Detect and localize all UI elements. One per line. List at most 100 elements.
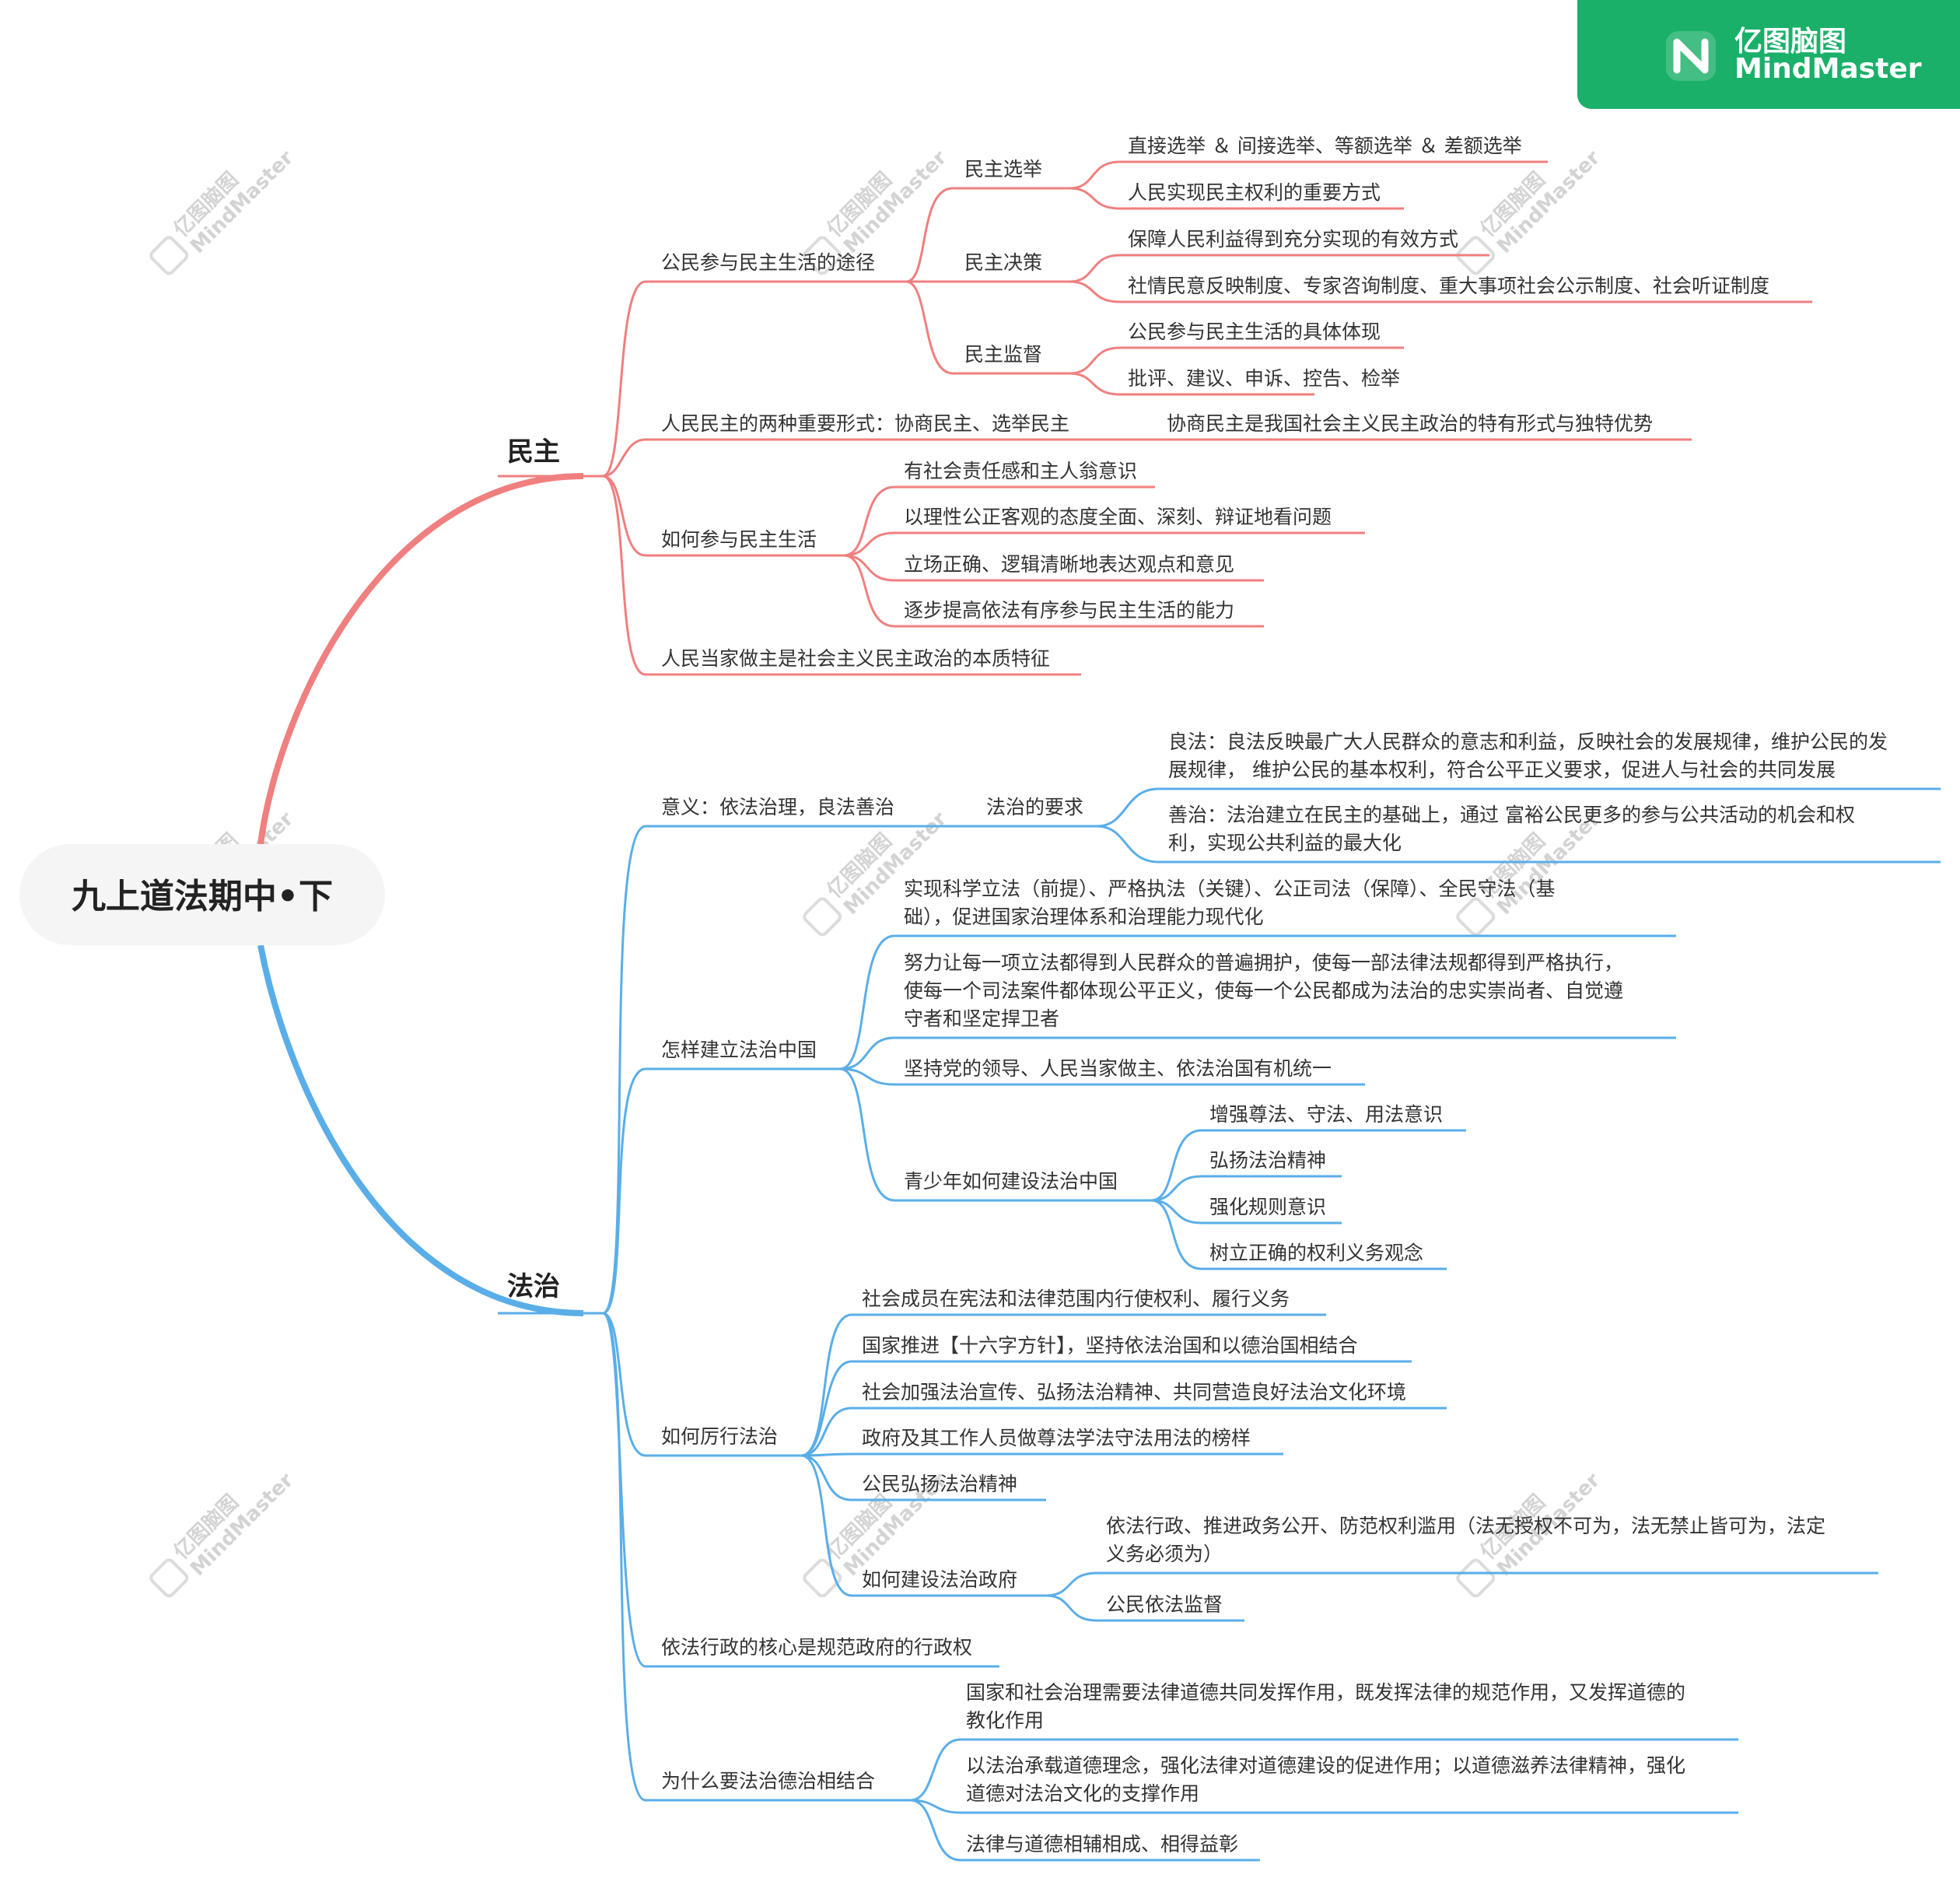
connector [839, 1036, 895, 1070]
node-leaf[interactable]: 批评、建议、申诉、控告、检举 [1128, 367, 1400, 390]
node-leaf[interactable]: 树立正确的权利义务观念 [1209, 1242, 1423, 1264]
connector [602, 1312, 646, 1668]
connector [1069, 254, 1121, 283]
node-leaf[interactable]: 守者和坚定捍卫者 [904, 1007, 1059, 1030]
node-leaf[interactable]: 法律与道德相辅相成、相得益彰 [966, 1833, 1238, 1855]
connector [839, 1067, 895, 1202]
node-leaf[interactable]: 有社会责任感和主人翁意识 [904, 460, 1137, 482]
node-benzhi-tezheng[interactable]: 人民当家做主是社会主义民主政治的本质特征 [661, 647, 1050, 670]
node-ruhe-lixing[interactable]: 如何厉行法治 [661, 1425, 778, 1448]
connector [602, 1312, 646, 1457]
node-leaf[interactable]: 公民参与民主生活的具体体现 [1128, 321, 1381, 343]
root-node[interactable]: 九上道法期中•下 [19, 844, 385, 945]
connector [800, 1407, 852, 1457]
connector [602, 825, 646, 1315]
node-liangzhong-xingshi[interactable]: 人民民主的两种重要形式：协商民主、选举民主 [661, 412, 1069, 435]
node-leaf[interactable]: 依法行政、推进政务公开、防范权利滥用（法无授权不可为，法无禁止皆可为，法定 [1106, 1515, 1825, 1537]
connector [843, 554, 895, 628]
connector [839, 1067, 895, 1086]
node-leaf[interactable]: 使每一个司法案件都体现公平正义，使每一个公民都成为法治的忠实崇尚者、自觉遵 [904, 979, 1623, 1002]
connector [602, 438, 646, 478]
brand-badge[interactable]: 亿图脑图 MindMaster [1577, 0, 1960, 109]
node-leaf[interactable]: 良法：良法反映最广大人民群众的意志和利益，反映社会的发展规律，维护公民的发 [1168, 731, 1888, 753]
connector [1096, 825, 1160, 864]
node-zenyang-jianli[interactable]: 怎样建立法治中国 [661, 1039, 817, 1061]
connector [800, 1313, 852, 1457]
node-leaf[interactable]: 展规律， 维护公民的基本权利，符合公平正义要求，促进人与社会的共同发展 [1168, 759, 1836, 781]
node-minzhu-xuanju[interactable]: 民主选举 [964, 158, 1042, 180]
node-leaf[interactable]: 社会加强法治宣传、弘扬法治精神、共同营造良好法治文化环境 [862, 1381, 1406, 1403]
node-leaf[interactable]: 利，实现公共利益的最大化 [1168, 832, 1402, 854]
node-leaf[interactable]: 义务必须为） [1106, 1543, 1223, 1565]
node-fazhi-zhengfu[interactable]: 如何建设法治政府 [862, 1568, 1017, 1591]
connector [800, 1454, 852, 1597]
brand-name-cn: 亿图脑图 [1734, 26, 1847, 58]
node-leaf[interactable]: 强化规则意识 [1209, 1196, 1326, 1218]
connector [905, 187, 954, 283]
node-leaf[interactable]: 增强尊法、守法、用法意识 [1209, 1103, 1443, 1126]
node-minzhu[interactable]: 民主 [507, 436, 560, 468]
node-leaf[interactable]: 教化作用 [966, 1709, 1044, 1732]
connector [800, 1454, 852, 1501]
connector [905, 280, 954, 375]
node-leaf[interactable]: 善治：法治建立在民主的基础上，通过 富裕公民更多的参与公共活动的机会和权 [1168, 804, 1855, 826]
mindmaster-logo-icon [1666, 31, 1716, 81]
connector [1069, 346, 1121, 375]
node-leaf[interactable]: 社会成员在宪法和法律范围内行使权利、履行义务 [862, 1288, 1290, 1310]
node-leaf[interactable]: 础），促进国家治理体系和治理能力现代化 [904, 906, 1264, 928]
node-leaf[interactable]: 以法治承载道德理念，强化法律对道德建设的促进作用；以道德滋养法律精神，强化 [966, 1754, 1685, 1777]
node-leaf[interactable]: 协商民主是我国社会主义民主政治的特有形式与独特优势 [1167, 412, 1653, 435]
node-yiyi[interactable]: 意义：依法治理，良法善治 [661, 796, 894, 818]
node-leaf[interactable]: 弘扬法治精神 [1209, 1149, 1326, 1172]
connector [602, 1067, 646, 1315]
connector [1096, 787, 1160, 828]
node-leaf[interactable]: 以理性公正客观的态度全面、深刻、辩证地看问题 [904, 506, 1332, 528]
node-leaf[interactable]: 人民实现民主权利的重要方式 [1128, 181, 1381, 204]
connector [839, 934, 895, 1070]
connector [1045, 1594, 1097, 1622]
connector [1150, 1175, 1202, 1202]
node-leaf[interactable]: 道德对法治文化的支撑作用 [966, 1782, 1199, 1805]
connector [909, 1799, 961, 1862]
root-bubble [19, 844, 385, 945]
connector [1069, 280, 1121, 303]
node-qingshaonian[interactable]: 青少年如何建设法治中国 [904, 1170, 1118, 1193]
node-leaf[interactable]: 实现科学立法（前提）、严格执法（关键）、公正司法（保障）、全民守法（基 [904, 878, 1556, 900]
branch-minzhu [257, 160, 1812, 845]
connector [843, 554, 895, 582]
connector [1069, 160, 1121, 190]
connector [909, 1799, 961, 1814]
connector [843, 531, 895, 557]
node-minzhu-juece[interactable]: 民主决策 [964, 251, 1042, 274]
connector [602, 475, 646, 557]
connector [1150, 1199, 1202, 1270]
node-leaf[interactable]: 公民依法监督 [1106, 1593, 1223, 1616]
node-leaf[interactable]: 逐步提高依法有序参与民主生活的能力 [904, 599, 1234, 622]
connector [257, 473, 584, 845]
connector [1069, 187, 1121, 210]
node-leaf[interactable]: 公民弘扬法治精神 [862, 1473, 1017, 1495]
node-leaf[interactable]: 国家和社会治理需要法律道德共同发挥作用，既发挥法律的规范作用，又发挥道德的 [966, 1681, 1685, 1704]
node-fazhi-dezhi[interactable]: 为什么要法治德治相结合 [661, 1770, 875, 1792]
labels-fazhi: 法治 意义：依法治理，良法善治 法治的要求 良法：良法反映最广大人民群众的意志和… [507, 731, 1888, 1855]
connector [843, 485, 895, 557]
node-ruhe-canyu[interactable]: 如何参与民主生活 [661, 528, 817, 551]
node-fazhi-yaoqiu[interactable]: 法治的要求 [986, 796, 1083, 818]
node-leaf[interactable]: 保障人民利益得到充分实现的有效方式 [1128, 228, 1458, 251]
connector [257, 944, 584, 1316]
node-leaf[interactable]: 政府及其工作人员做尊法学法守法用法的榜样 [862, 1427, 1251, 1449]
node-leaf[interactable]: 国家推进【十六字方针】，坚持依法治国和以德治国相结合 [862, 1334, 1358, 1357]
node-leaf[interactable]: 坚持党的领导、人民当家做主、依法治国有机统一 [904, 1057, 1332, 1080]
brand-name-en: MindMaster [1734, 53, 1922, 85]
node-gongmin-canyu[interactable]: 公民参与民主生活的途径 [661, 251, 875, 274]
node-fazhi[interactable]: 法治 [507, 1271, 560, 1302]
node-xingzheng-hexin[interactable]: 依法行政的核心是规范政府的行政权 [661, 1636, 972, 1659]
node-leaf[interactable]: 努力让每一项立法都得到人民群众的普遍拥护，使每一部法律法规都得到严格执行， [904, 951, 1623, 974]
node-leaf[interactable]: 立场正确、逻辑清晰地表达观点和意见 [904, 553, 1234, 576]
node-leaf[interactable]: 直接选举 ＆ 间接选举、等额选举 ＆ 差额选举 [1128, 135, 1522, 157]
node-leaf[interactable]: 社情民意反映制度、专家咨询制度、重大事项社会公示制度、社会听证制度 [1128, 275, 1769, 297]
node-minzhu-jiandu[interactable]: 民主监督 [964, 343, 1042, 366]
connector [602, 475, 646, 676]
connector [1045, 1571, 1097, 1597]
